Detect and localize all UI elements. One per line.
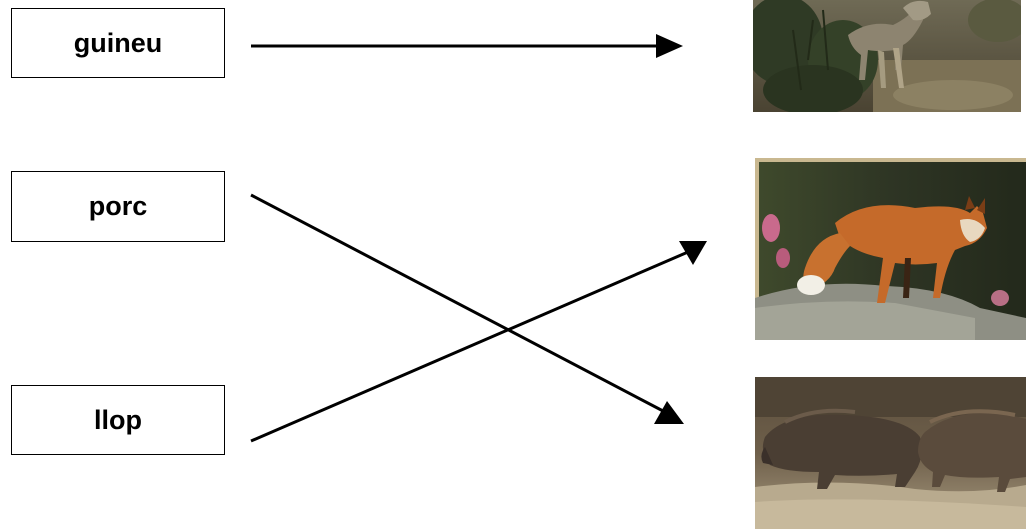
arrow-porc-to-boars [250,193,666,414]
word-box-guineu[interactable]: guineu [11,8,225,78]
wolf-image [753,0,1021,112]
fox-image [755,158,1026,340]
word-label: guineu [73,27,163,58]
word-box-porc[interactable]: porc [11,171,225,242]
word-box-llop[interactable]: llop [11,385,225,455]
arrow-llop-to-fox [250,250,689,443]
word-label: llop [94,404,142,435]
arrowhead-fox [679,241,707,265]
arrowhead-boars [654,401,684,424]
fox-photo[interactable] [755,158,1026,340]
word-label: porc [88,191,148,221]
wolf-photo[interactable] [753,0,1021,112]
wild-boars-image [755,377,1026,529]
arrowhead-wolf [656,34,683,58]
wild-boars-photo[interactable] [755,377,1026,529]
